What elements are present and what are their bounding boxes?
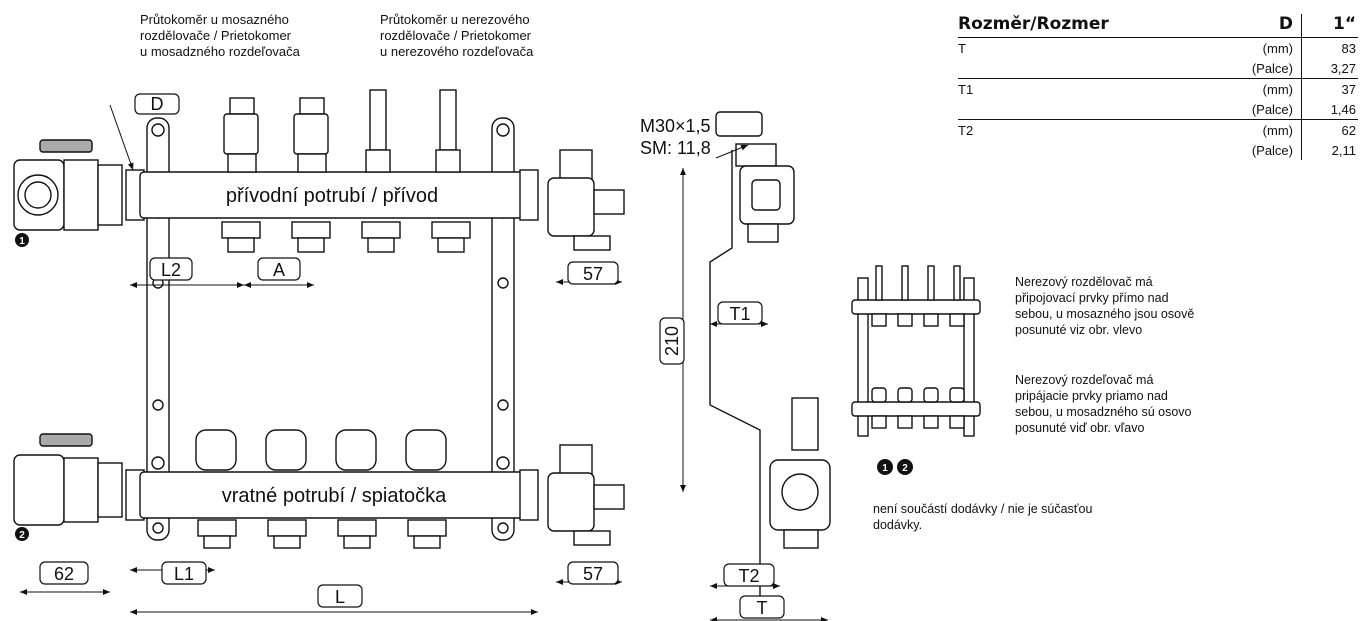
- flowmeter-brass-2: [293, 97, 329, 173]
- caption-stainless-flowmeter: Průtokoměr u nerezového rozdělovače / Pr…: [380, 12, 534, 59]
- left-bracket: [146, 117, 170, 541]
- table-row: T1 (mm) 37: [958, 78, 1358, 99]
- thread-label: M30×1,5: [640, 116, 711, 136]
- dim-l1: L1: [174, 564, 194, 584]
- table-header-row: Rozměr/Rozmer D 1“: [958, 14, 1358, 38]
- table-header-d: D: [1216, 14, 1302, 38]
- stainless-manifold-small: [851, 265, 981, 437]
- side-view: [709, 111, 831, 598]
- table-row: T (mm) 83: [958, 37, 1358, 58]
- svg-text:1: 1: [882, 463, 888, 474]
- dim-a: A: [273, 260, 285, 280]
- supply-right-nut: [519, 169, 539, 221]
- return-label: vratné potrubí / spiatočka: [222, 485, 447, 507]
- flowmeter-steel-2: [435, 89, 461, 173]
- marker-two: 2: [15, 527, 29, 541]
- ball-valve-thermometer: [13, 139, 123, 231]
- dimension-table: Rozměr/Rozmer D 1“ T (mm) 83 (Palce) 3,2…: [958, 14, 1358, 160]
- caption-brass-flowmeter: Průtokoměr u mosazného rozdělovače / Pri…: [140, 12, 300, 59]
- note-not-included: není součástí dodávky / nie je súčasťou …: [873, 502, 1093, 532]
- dim-t1: T1: [729, 304, 750, 324]
- flowmeter-steel-1: [365, 89, 391, 173]
- sm-label: SM: 11,8: [640, 138, 711, 158]
- dim-210: 210: [662, 326, 682, 356]
- dim-t: T: [757, 598, 768, 618]
- end-valve-bottom: [547, 444, 625, 546]
- marker-two-note: 2: [897, 459, 913, 475]
- dim-l: L: [335, 587, 345, 607]
- table-row: (Palce) 2,11: [958, 140, 1358, 160]
- svg-text:2: 2: [902, 463, 908, 474]
- marker-one-note: 1: [877, 459, 893, 475]
- dim-57-bottom: 57: [583, 564, 603, 584]
- dim-62: 62: [54, 564, 74, 584]
- note-cz: Nerezový rozdělovač má připojovací prvky…: [1015, 275, 1195, 337]
- right-bracket: [491, 117, 515, 541]
- dim-d: D: [151, 94, 164, 114]
- note-sk: Nerezový rozdeľovač má pripájacie prvky …: [1015, 373, 1192, 435]
- svg-text:2: 2: [19, 530, 25, 541]
- table-row: (Palce) 1,46: [958, 99, 1358, 120]
- dim-57-top: 57: [583, 264, 603, 284]
- table-header-size: Rozměr/Rozmer: [958, 14, 1217, 38]
- marker-one: 1: [15, 233, 29, 247]
- supply-label: přívodní potrubí / přívod: [226, 185, 438, 207]
- ball-valve-bottom: [13, 433, 123, 526]
- dim-l2: L2: [161, 260, 181, 280]
- svg-text:1: 1: [19, 236, 25, 247]
- table-row: (Palce) 3,27: [958, 58, 1358, 79]
- end-valve-top: [547, 149, 625, 251]
- return-right-nut: [519, 469, 539, 521]
- dim-t2: T2: [738, 566, 759, 586]
- flowmeter-brass-1: [223, 97, 259, 173]
- table-row: T2 (mm) 62: [958, 119, 1358, 140]
- table-header-inch: 1“: [1301, 14, 1358, 38]
